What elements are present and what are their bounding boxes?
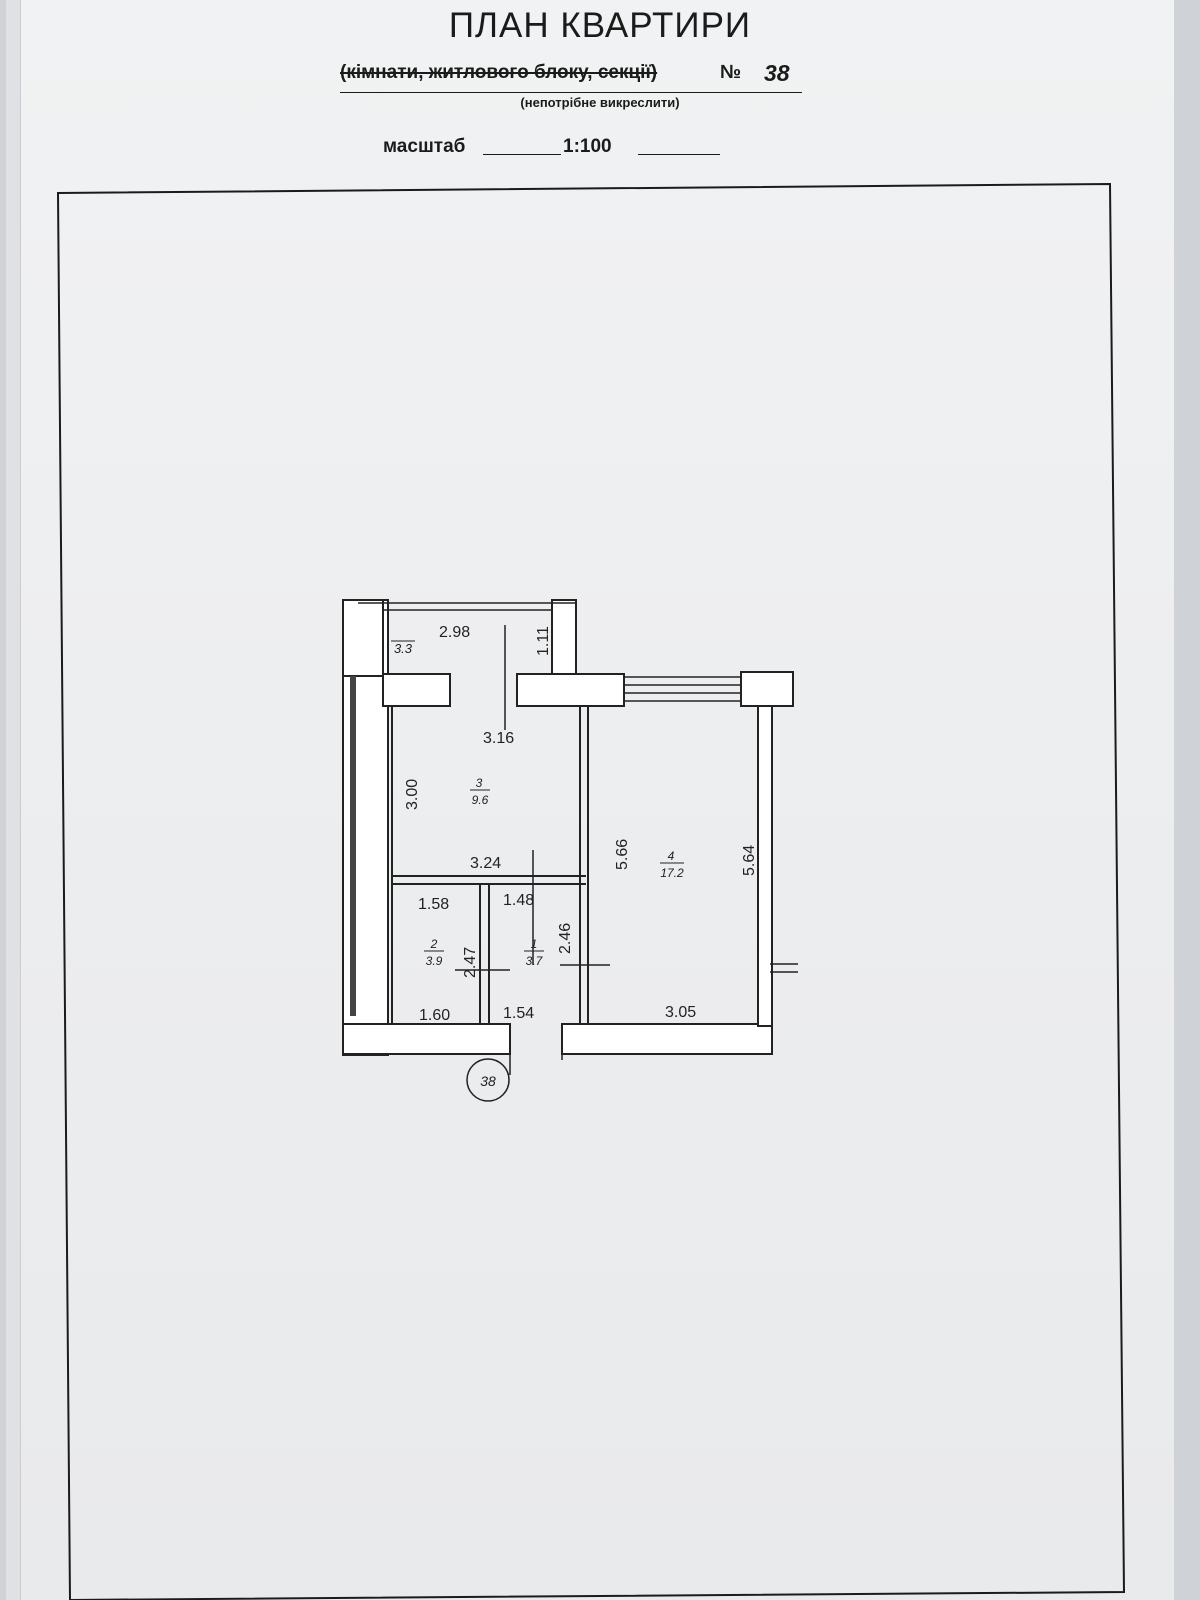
dim-3-16: 3.16 (483, 730, 514, 747)
room-area: 9.6 (472, 793, 489, 807)
wall-right (757, 705, 773, 1027)
room-area: 3.9 (426, 954, 443, 968)
room-label-balcony: 3.3 (391, 640, 415, 656)
window-top (624, 676, 741, 702)
dim-5-66: 5.66 (614, 839, 631, 870)
wall-bottom-left (342, 1023, 511, 1055)
paper-edge (6, 0, 21, 1600)
scale-underline-left (483, 154, 561, 155)
dim-1-58: 1.58 (418, 896, 449, 913)
dim-1-54: 1.54 (503, 1005, 534, 1022)
strike-note: (непотрібне викреслити) (520, 95, 680, 110)
room-area: 3.7 (526, 954, 544, 968)
scale-row: масштаб 1:100 (383, 136, 743, 162)
dim-3-05: 3.05 (665, 1004, 696, 1021)
drawing-frame (56, 182, 1126, 1600)
dim-2-47: 2.47 (462, 947, 479, 978)
dim-5-64: 5.64 (741, 845, 758, 876)
dim-2-98: 2.98 (439, 624, 470, 641)
dim-2-46: 2.46 (557, 923, 574, 954)
room-area: 3.3 (394, 641, 413, 656)
number-sign: № (720, 62, 742, 83)
apartment-marker-circle (466, 1058, 510, 1102)
wall-top-mid (516, 673, 625, 707)
wall-balcony-right (551, 599, 577, 677)
dim-3-24: 3.24 (470, 855, 501, 872)
subtitle-struck-text: (кімнати, житлового блоку, секції) (340, 62, 658, 83)
apartment-number: 38 (764, 60, 790, 86)
door-openings (455, 625, 798, 1075)
room-index: 4 (668, 849, 675, 863)
room-label-3: 3 9.6 (470, 776, 490, 807)
room-index: 1 (531, 937, 538, 951)
partitions (391, 706, 589, 1024)
dim-3-00: 3.00 (404, 779, 421, 810)
apartment-marker-label: 38 (480, 1073, 496, 1089)
walls (342, 599, 794, 1056)
page-title: ПЛАН КВАРТИРИ (448, 6, 752, 45)
scale-value: 1:100 (563, 136, 612, 157)
balcony-rail (358, 602, 576, 611)
room-index: 2 (430, 937, 438, 951)
dim-1-48: 1.48 (503, 892, 534, 909)
room-label-1: 1 3.7 (524, 937, 544, 968)
wall-bottom-right (561, 1023, 773, 1055)
room-label-4: 4 17.2 (660, 849, 684, 880)
subtitle-row: (кімнати, житлового блоку, секції) № 38 (340, 60, 802, 93)
room-area: 17.2 (660, 866, 684, 880)
room-label-2: 2 3.9 (424, 937, 444, 968)
wall-balcony-left (342, 599, 384, 677)
plan-sheet (6, 0, 1174, 1600)
dim-1-11: 1.11 (535, 626, 552, 656)
scale-label: масштаб (383, 136, 466, 157)
room-index: 3 (476, 776, 483, 790)
wall-left-inner-hatch (350, 676, 356, 1016)
dim-1-60: 1.60 (419, 1007, 450, 1024)
wall-top-left (382, 673, 451, 707)
wall-top-right (740, 671, 794, 707)
scale-underline-right (638, 154, 720, 155)
